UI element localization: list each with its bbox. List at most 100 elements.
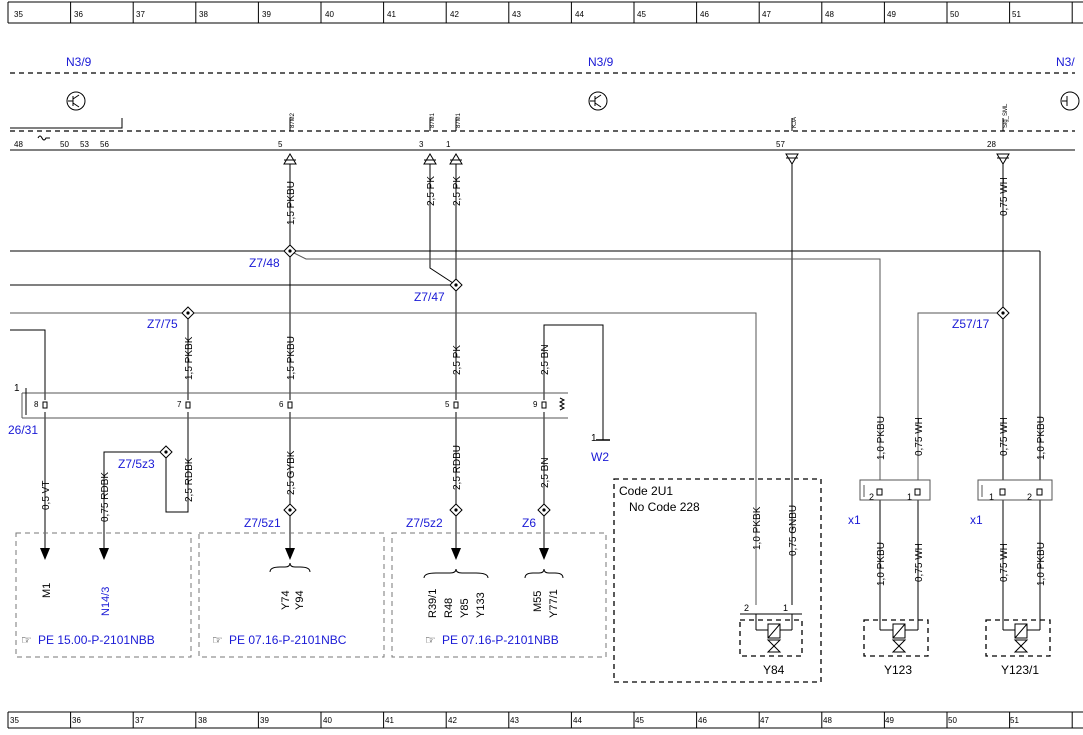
grid-number: 50 (950, 10, 959, 19)
module-n3-9: N3/9 N3/9 N3/ 48 50 53 56 (10, 55, 1080, 165)
grid-number: 35 (14, 10, 23, 19)
junction-icon (181, 306, 195, 320)
reference-link[interactable]: PE 15.00-P-2101NBB (38, 633, 155, 647)
grid-number: 48 (825, 10, 834, 19)
component-label: Y94 (294, 590, 306, 610)
wire-label: 0,75 RDBK (100, 472, 111, 522)
junction-label: Z57/17 (952, 317, 990, 331)
junction-icon (283, 503, 297, 517)
junction-label: Z7/5z3 (118, 457, 155, 471)
grid-number: 47 (762, 10, 771, 19)
junction-icon (159, 445, 173, 459)
component-box-3: R39/1 R48 Y85 Y133 M55 Y77/1 ☞ PE 07.16-… (391, 532, 607, 658)
junction-icon (449, 503, 463, 517)
pin-number: 1 (446, 140, 451, 149)
grid-number: 39 (262, 10, 271, 19)
grid-number: 41 (387, 10, 396, 19)
grid-number: 51 (1010, 716, 1019, 725)
transistor-icon (1060, 91, 1080, 111)
grid-number: 37 (136, 10, 145, 19)
component-label: Y77/1 (548, 589, 560, 618)
pin-number: 28 (987, 140, 996, 149)
valve-label: Y84 (763, 663, 785, 677)
grid-number: 40 (323, 716, 332, 725)
connector-label: x1 (848, 513, 861, 527)
pin-number: 1 (907, 492, 912, 502)
plug-number: 1 (14, 383, 20, 394)
bracket-icon (524, 568, 564, 579)
component-label: Y85 (459, 598, 471, 618)
connector-label: x1 (970, 513, 983, 527)
solenoid-valve-icon (755, 614, 793, 653)
grid-numbers-bottom: 35 36 37 38 39 40 41 42 43 44 45 46 47 4… (10, 716, 1019, 725)
wire-label: 2,5 PK (452, 176, 463, 206)
transistor-icon (66, 91, 86, 111)
wire-label: 0,75 WH (999, 417, 1010, 456)
pin-number: 5 (278, 140, 283, 149)
bracket-icon (423, 568, 489, 579)
plug-connector: 1 26/31 8 7 6 5 9 (8, 383, 568, 437)
grid-number: 36 (74, 10, 83, 19)
wire-label: 1,5 PKBU (286, 181, 297, 225)
component-label: M55 (532, 591, 544, 612)
wire-label: 0,75 WH (999, 177, 1010, 216)
pin-number: 2 (869, 492, 874, 502)
reference-link[interactable]: PE 07.16-P-2101NBC (229, 633, 347, 647)
wire-label: 1,5 PKBK (184, 336, 195, 380)
component-label: R48 (443, 598, 455, 618)
pin-number: 48 (14, 140, 23, 149)
grid-number: 42 (450, 10, 459, 19)
wire-label: 1,5 PKBU (286, 336, 297, 380)
valve-label: Y123/1 (1001, 663, 1039, 677)
wire-label: 0,75 WH (914, 543, 925, 582)
signal-label: Sig_SML (1003, 103, 1009, 128)
output-arrow-icon (449, 153, 463, 165)
component-label: M1 (41, 583, 53, 598)
module-label: N3/ (1056, 55, 1075, 69)
component-label: R39/1 (427, 589, 439, 618)
grid-number: 37 (135, 716, 144, 725)
junction-label: Z7/75 (147, 317, 178, 331)
code-label: No Code 228 (629, 500, 700, 514)
input-arrow-icon (785, 153, 799, 165)
wire-label: 2,5 PK (452, 345, 463, 375)
grid-numbers-top: 35 36 37 38 39 40 41 42 43 44 45 46 47 4… (14, 10, 1021, 19)
wire-label: 0,75 WH (999, 543, 1010, 582)
grid-number: 43 (512, 10, 521, 19)
ground-number: 1 (591, 433, 597, 444)
grid-number: 46 (698, 716, 707, 725)
bracket-icon (269, 562, 311, 573)
wire-label: 2,5 RDBK (184, 457, 195, 502)
grid-number: 50 (948, 716, 957, 725)
wire-label: 0,5 VT (41, 481, 52, 510)
grid-number: 45 (637, 10, 646, 19)
grid-number: 47 (760, 716, 769, 725)
wire-label: 1,0 PKBU (1036, 542, 1047, 586)
grid-number: 42 (448, 716, 457, 725)
valve-y123: Y123 (863, 619, 929, 677)
component-box-1: M1 N14/3 ☞ PE 15.00-P-2101NBB (15, 532, 192, 658)
solenoid-valve-icon (879, 622, 919, 653)
ground-label: W2 (591, 450, 609, 464)
pin-number: 56 (100, 140, 109, 149)
wire-label: 1,0 PKBU (876, 542, 887, 586)
output-arrow-icon (423, 153, 437, 165)
grid-number: 39 (260, 716, 269, 725)
signal-label: 87M2 (290, 112, 296, 128)
valve-y84: 2 1 Y84 (739, 603, 803, 677)
junctions: Z7/48 Z7/47 Z7/75 Z57/17 Z7/5z3 Z7/5z1 Z… (118, 244, 1010, 530)
code-box: Code 2U1 No Code 228 (613, 478, 822, 683)
wire-label: 0,75 GNBU (788, 505, 799, 556)
solenoid-valve-icon (1002, 622, 1041, 653)
pin-number: 57 (776, 140, 785, 149)
module-label: N3/9 (588, 55, 614, 69)
grid-number: 48 (823, 716, 832, 725)
junction-icon (449, 278, 463, 292)
code-label: Code 2U1 (619, 484, 673, 498)
signal-label: KJA (792, 117, 798, 128)
reference-link[interactable]: PE 07.16-P-2101NBB (442, 633, 559, 647)
grid-number: 35 (10, 716, 19, 725)
grid-number: 44 (573, 716, 582, 725)
transistor-icon (588, 91, 608, 111)
